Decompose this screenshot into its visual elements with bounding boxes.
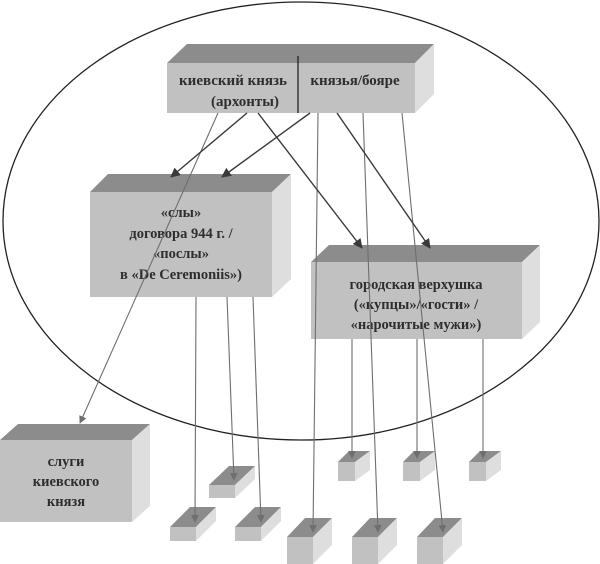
dependent-box-1 <box>170 507 216 541</box>
dependent-box-8 <box>403 451 435 481</box>
rulers-box: киевский князь князья/бояре (архонты) <box>167 44 434 113</box>
edge-rulers-dependent-4 <box>309 112 319 533</box>
dependent-box-5 <box>352 518 397 564</box>
edge-rulers-envoys-1 <box>170 112 248 178</box>
dependent-box-6 <box>417 518 462 564</box>
edge-rulers-servants <box>79 112 219 424</box>
edge-rulers-envoys-2 <box>221 112 311 178</box>
edge-envoys-dependent-3 <box>252 296 265 523</box>
archons-label: (архонты) <box>211 94 279 110</box>
urban-elite-label-line-3: «нарочитые мужи») <box>351 317 482 333</box>
envoys-box: «слы» договора 944 г. / «послы» в «De Ce… <box>90 174 291 297</box>
dependent-box-4 <box>287 518 332 564</box>
servants-label-line-3: князя <box>47 494 85 510</box>
servants-label-line-1: слуги <box>48 454 85 470</box>
dependent-box-2 <box>209 466 255 498</box>
dependent-box-3 <box>235 507 281 541</box>
edge-envoys-dependent-1 <box>191 296 199 523</box>
kiev-prince-label: киевский князь <box>179 73 287 89</box>
edge-rulers-dependent-5 <box>362 112 382 533</box>
edge-rulers-urban-elite-2 <box>336 112 431 249</box>
envoys-label-line-2: договора 944 г. / <box>129 226 233 242</box>
edges <box>79 112 487 533</box>
envoys-label-line-1: «слы» <box>161 205 201 221</box>
envoys-label-line-3: «послы» <box>153 246 209 262</box>
dependent-box-9 <box>469 451 501 481</box>
urban-elite-label-line-2: («купцы»/«гости» / <box>354 297 479 313</box>
dependent-box-7 <box>338 451 370 481</box>
polity-boundary-ellipse <box>2 1 600 441</box>
servants-box: слуги киевского князя <box>0 424 150 522</box>
urban-elite-label-line-1: городская верхушка <box>350 277 484 293</box>
edge-envoys-dependent-2 <box>226 296 238 481</box>
princes-boyars-label: князья/бояре <box>310 73 400 89</box>
edge-rulers-urban-elite-1 <box>257 112 363 249</box>
urban-elite-box: городская верхушка («купцы»/«гости» / «н… <box>311 245 540 339</box>
edge-rulers-dependent-6 <box>401 112 447 533</box>
servants-label-line-2: киевского <box>33 474 99 490</box>
envoys-label-line-4: в «De Ceremoniis») <box>120 267 242 283</box>
